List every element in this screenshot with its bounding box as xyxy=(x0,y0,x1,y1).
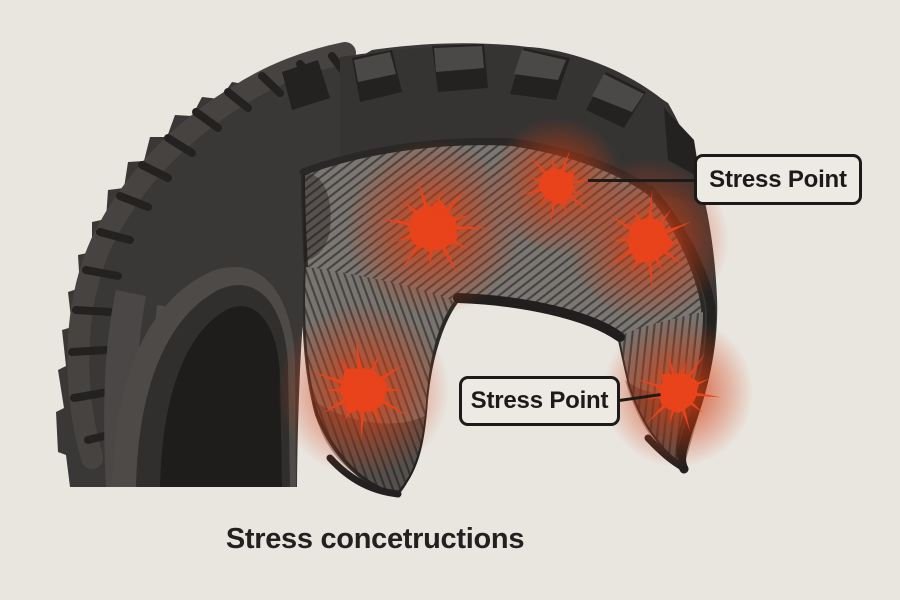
stress-point-label-bottom: Stress Point xyxy=(459,376,620,426)
tire-cavity xyxy=(112,267,296,487)
callout-line-top xyxy=(588,179,696,182)
stress-point-label-top: Stress Point xyxy=(694,154,862,205)
tread-grooves xyxy=(68,52,348,444)
tread-block-highlights xyxy=(354,46,644,112)
stress-point-label-top-text: Stress Point xyxy=(709,165,847,193)
figure-caption: Stress concetructions xyxy=(225,523,525,555)
stress-point-label-bottom-text: Stress Point xyxy=(470,387,609,414)
